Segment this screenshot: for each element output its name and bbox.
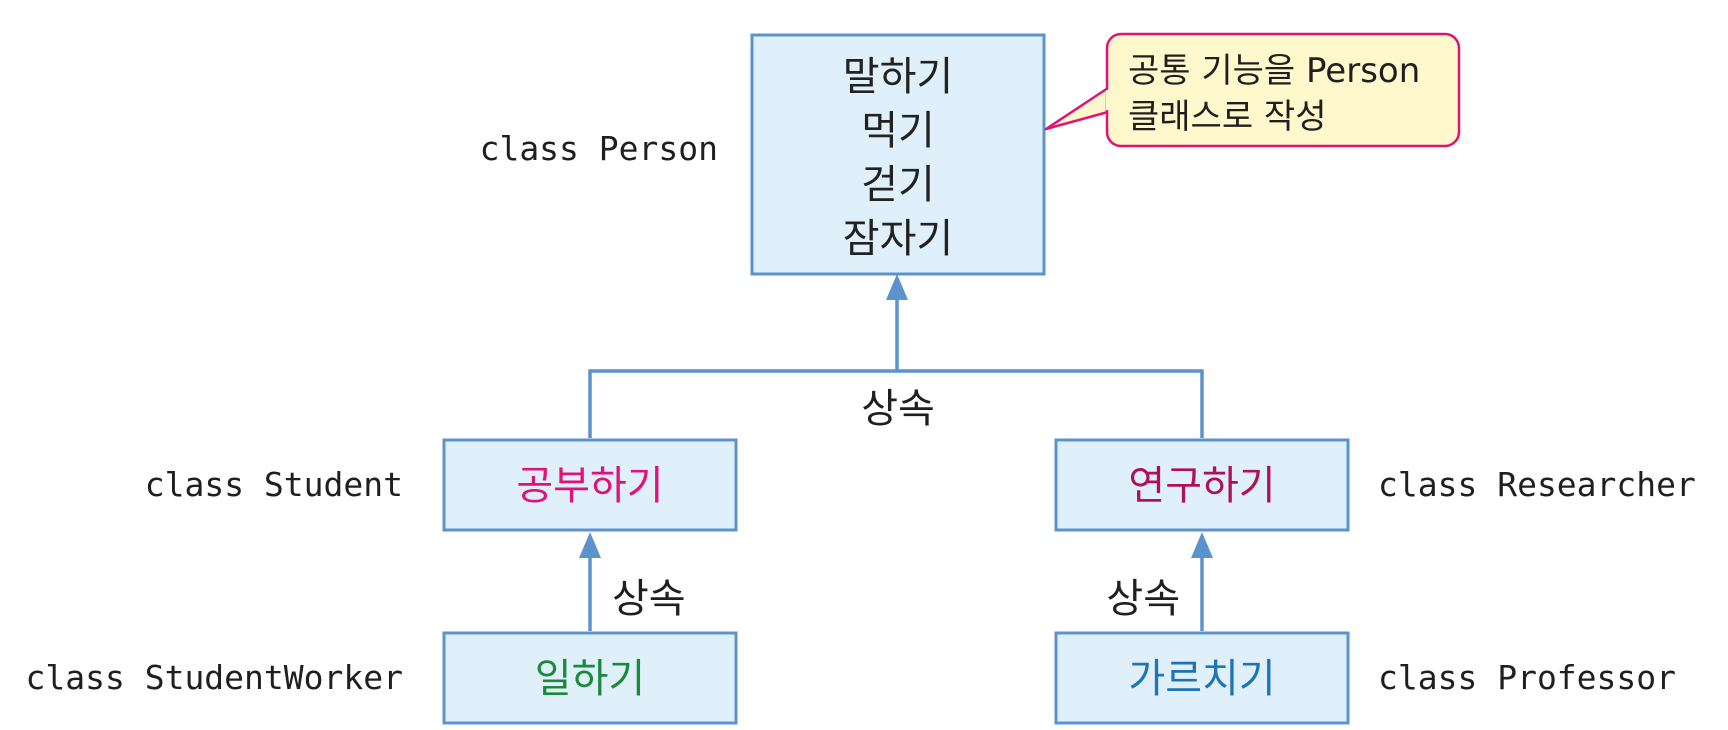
inheritance-label-student-worker: 상속 [612,576,686,622]
student-class-label: class Student [145,465,403,504]
student-worker-box [442,631,738,725]
person-method-sleep: 잠자기 [843,216,953,262]
person-method-walk: 걷기 [861,162,935,208]
student-method-study: 공부하기 [516,463,663,509]
professor-class-label: class Professor [1378,658,1676,697]
inheritance-label-professor: 상속 [1106,576,1180,622]
person-method-eat: 먹기 [861,108,935,154]
researcher-box [1054,438,1350,532]
person-class-label: class Person [480,129,718,168]
person-method-speak: 말하기 [843,54,953,100]
student-worker-arrowhead-up-icon [579,532,601,558]
researcher-method-research: 연구하기 [1128,463,1275,509]
professor-method-teach: 가르치기 [1128,656,1275,702]
student-worker-method-work: 일하기 [535,656,645,702]
researcher-class-label: class Researcher [1378,465,1696,504]
note-line-1: 공통 기능을 Person [1128,51,1420,91]
professor-arrowhead-up-icon [1191,532,1213,558]
note-line-2: 클래스로 작성 [1128,97,1327,137]
professor-box [1054,631,1350,725]
note-pointer [1044,86,1110,131]
inheritance-arrowhead-up-icon [886,274,908,300]
person-box [750,33,1046,276]
inheritance-label-main: 상속 [861,386,935,432]
student-box [442,438,738,532]
student-worker-class-label: class StudentWorker [26,658,404,697]
